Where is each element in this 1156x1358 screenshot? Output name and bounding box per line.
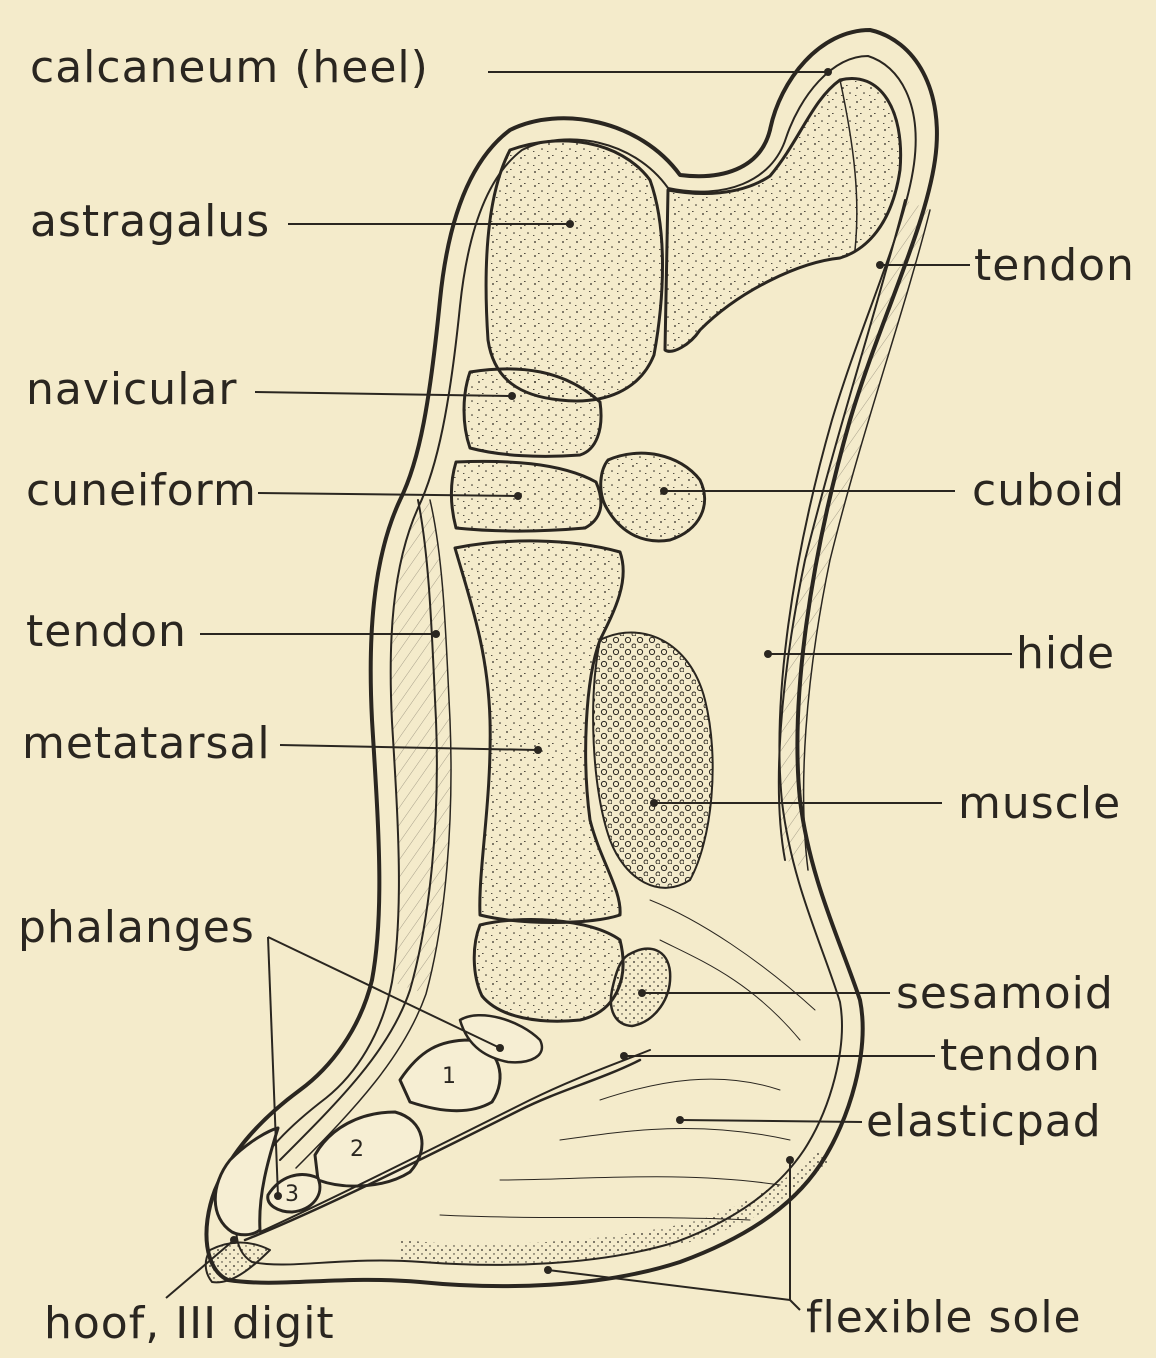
leader-elastic-pad (680, 1120, 862, 1122)
phalanx-number-3: 3 (285, 1182, 299, 1207)
label-sesamoid: sesamoid (896, 972, 1114, 1016)
label-cuboid: cuboid (972, 469, 1125, 513)
leader-phalanges (268, 937, 500, 1048)
phalanx-number-1: 1 (442, 1064, 456, 1089)
label-metatarsal: metatarsal (22, 722, 271, 766)
hoof (215, 1128, 278, 1235)
label-calcaneum: calcaneum (heel) (30, 46, 429, 90)
label-navicular: navicular (26, 368, 237, 412)
label-phalanges: phalanges (18, 906, 255, 950)
calcaneum-bone (665, 78, 901, 351)
label-flexible-sole: flexible sole (806, 1296, 1082, 1340)
astragalus-bone (486, 141, 662, 401)
leader-flexible-sole-2 (790, 1300, 800, 1310)
label-tendon-left: tendon (26, 610, 187, 654)
cuboid-bone (601, 453, 705, 541)
label-tendon-right-top: tendon (974, 244, 1135, 288)
phalanx-number-2: 2 (350, 1137, 364, 1162)
label-elastic-pad: elasticpad (866, 1100, 1102, 1144)
label-hide: hide (1016, 632, 1115, 676)
label-astragalus: astragalus (30, 200, 270, 244)
flexible-sole (400, 1150, 830, 1264)
label-cuneiform: cuneiform (26, 469, 257, 513)
metatarsal-condyle (474, 920, 623, 1022)
label-tendon-right-bottom: tendon (940, 1034, 1101, 1078)
phalanx-2 (315, 1112, 422, 1186)
label-muscle: muscle (958, 782, 1121, 826)
label-hoof: hoof, III digit (44, 1302, 335, 1346)
muscle-mass (593, 633, 713, 888)
